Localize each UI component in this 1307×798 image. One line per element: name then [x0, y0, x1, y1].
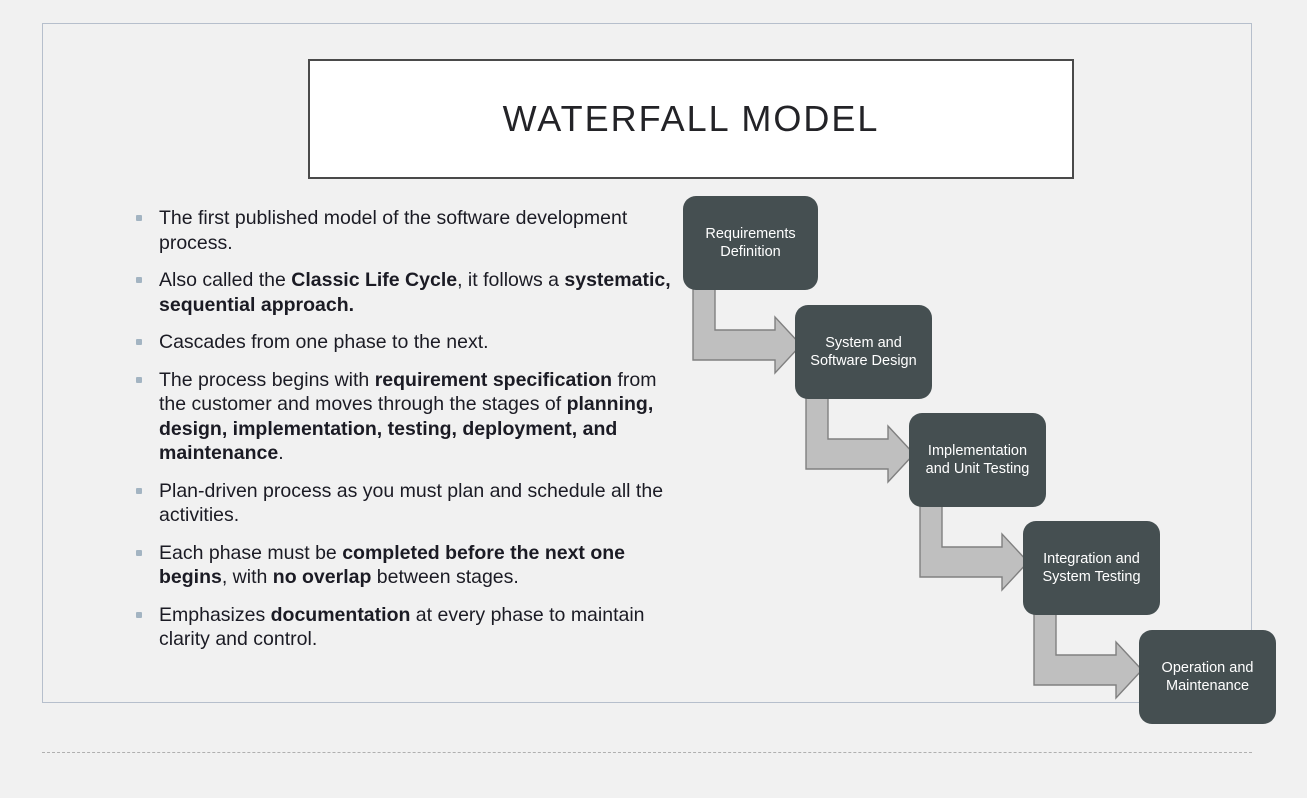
- flow-arrow-icon: [805, 394, 915, 484]
- list-item-label: The process begins with requirement spec…: [159, 369, 656, 465]
- list-item-label: The first published model of the softwar…: [159, 207, 627, 254]
- plain-text: at every phase to maintain clarity and c…: [159, 603, 645, 651]
- phase-label-line-1: Integration and: [1043, 551, 1140, 567]
- bullet-list: The first published model of the softwar…: [131, 206, 671, 652]
- list-item: Also called the Classic Life Cycle, it f…: [131, 268, 671, 317]
- plain-text: Plan-driven process as you must plan and…: [159, 479, 664, 527]
- phase-label-line-2: Maintenance: [1165, 678, 1250, 694]
- plain-text: , it follows a: [457, 269, 565, 291]
- emphasis-text: requirement specification: [374, 368, 613, 391]
- list-item: Emphasizes documentation at every phase …: [131, 603, 671, 652]
- bullet-marker-icon: [136, 215, 142, 221]
- phase-label-line-2: and Unit Testing: [925, 461, 1030, 477]
- bullet-marker-icon: [136, 611, 142, 618]
- list-item: The process begins with requirement spec…: [131, 368, 671, 466]
- list-item: Cascades from one phase to the next.: [131, 330, 671, 355]
- phase-label-line-1: Requirements: [705, 226, 796, 242]
- arrow-shape: [919, 502, 1029, 592]
- phase-label-line-2: Software Design: [810, 353, 917, 369]
- plain-text: , with: [221, 566, 273, 588]
- plain-text: Emphasizes: [159, 603, 271, 626]
- emphasis-text: systematic, sequential approach.: [159, 269, 671, 316]
- list-item-label: Each phase must be completed before the …: [159, 542, 625, 589]
- list-item-label: Emphasizes documentation at every phase …: [159, 604, 645, 651]
- flow-arrow-icon: [692, 285, 802, 375]
- flow-arrow-icon: [1033, 610, 1143, 700]
- bullet-marker-icon: [136, 376, 142, 383]
- phase-label-line-1: System and: [825, 335, 902, 351]
- arrow-shape: [1033, 610, 1143, 700]
- slide-frame: WATERFALL MODEL The first published mode…: [42, 23, 1276, 724]
- list-item: The first published model of the softwar…: [131, 206, 671, 255]
- plain-text: The process begins with: [159, 368, 375, 391]
- bullet-marker-icon: [136, 549, 142, 556]
- phase-label: Implementation and Unit Testing: [926, 442, 1030, 478]
- list-item-label: Plan-driven process as you must plan and…: [159, 480, 663, 527]
- plain-text: .: [278, 442, 284, 464]
- phase-label-line-1: Implementation: [927, 443, 1028, 459]
- phase-label-line-2: Definition: [720, 244, 781, 260]
- arrow-shape: [805, 394, 915, 484]
- flow-arrow-icon: [919, 502, 1029, 592]
- page-title: WATERFALL MODEL: [502, 98, 880, 139]
- emphasis-text: completed before the next one begins: [159, 541, 626, 589]
- phase-implementation-unit-testing[interactable]: Implementation and Unit Testing: [909, 413, 1046, 507]
- list-item: Plan-driven process as you must plan and…: [131, 479, 671, 528]
- emphasis-text: no overlap: [272, 566, 372, 588]
- plain-text: Each phase must be: [159, 541, 343, 564]
- bullet-marker-icon: [136, 277, 142, 283]
- bullet-marker-icon: [136, 339, 142, 345]
- plain-text: The first published model of the softwar…: [159, 207, 628, 254]
- phase-label-line-1: Operation and: [1161, 660, 1254, 676]
- plain-text: from the customer and moves through the …: [159, 368, 657, 416]
- plain-text: between stages.: [371, 566, 519, 588]
- bottom-divider: [42, 752, 1252, 753]
- phase-label-line-2: System Testing: [1042, 569, 1141, 585]
- arrow-shape: [692, 285, 802, 375]
- emphasis-text: documentation: [270, 603, 411, 626]
- plain-text: Cascades from one phase to the next.: [159, 331, 489, 353]
- list-item: Each phase must be completed before the …: [131, 541, 671, 590]
- emphasis-text: planning, design, implementation, testin…: [159, 393, 654, 464]
- title-box: WATERFALL MODEL: [308, 59, 1074, 179]
- list-item-label: Cascades from one phase to the next.: [159, 331, 489, 353]
- list-item-label: Also called the Classic Life Cycle, it f…: [159, 269, 671, 316]
- bullet-marker-icon: [136, 487, 142, 494]
- emphasis-text: Classic Life Cycle: [291, 269, 458, 291]
- plain-text: Also called the: [159, 269, 292, 291]
